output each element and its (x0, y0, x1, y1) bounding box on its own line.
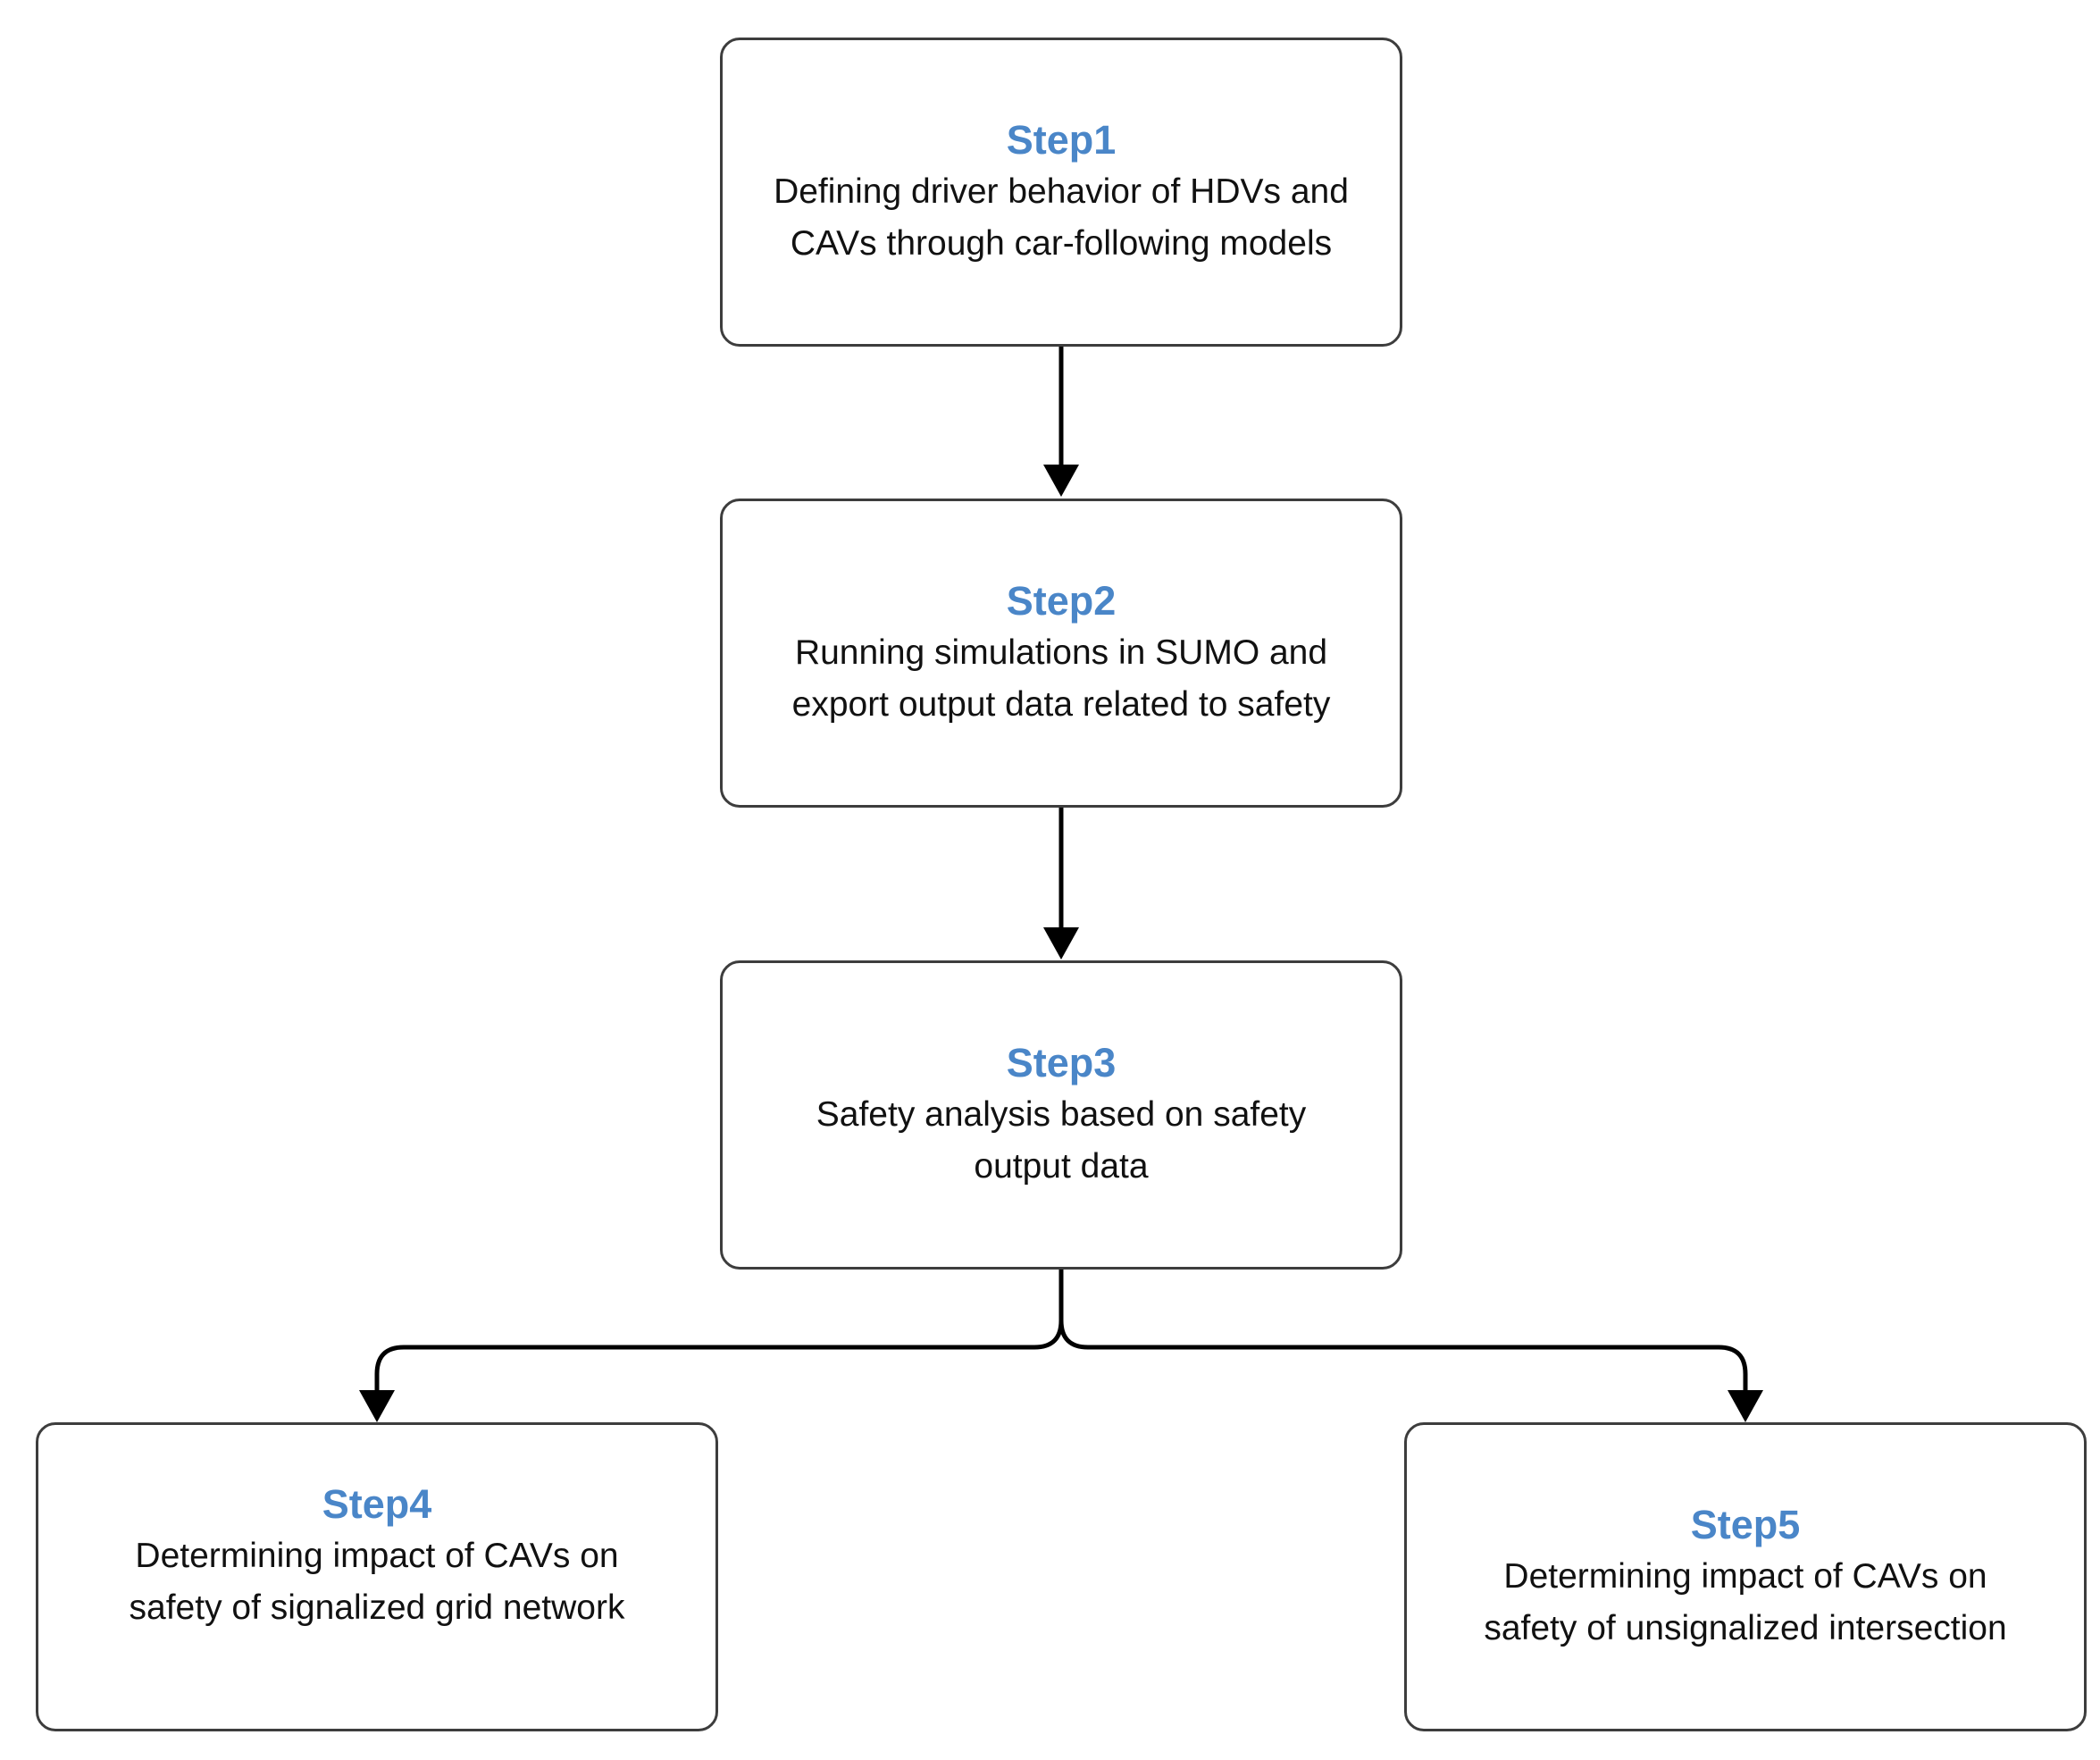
step4-box: Step4 Determining impact of CAVs on safe… (36, 1422, 718, 1731)
step4-description-line2: safety of signalized grid network (129, 1588, 625, 1627)
step1-box: Step1 Defining driver behavior of HDVs a… (720, 38, 1402, 347)
step5-description-line1: Determining impact of CAVs on (1503, 1557, 1987, 1596)
step5-description-line2: safety of unsignalized intersection (1484, 1609, 2007, 1647)
step4-description-line1: Determining impact of CAVs on (135, 1537, 619, 1575)
step5-title: Step5 (1690, 1502, 1801, 1547)
step2-box: Step2 Running simulations in SUMO and ex… (720, 499, 1402, 808)
arrowhead-step5 (1728, 1390, 1763, 1422)
step1-description-line2: CAVs through car-following models (790, 224, 1333, 263)
arrow-step3-to-step5 (1058, 1320, 1748, 1390)
step3-box: Step3 Safety analysis based on safety ou… (720, 960, 1402, 1270)
step1-description-line1: Defining driver behavior of HDVs and (774, 172, 1349, 211)
arrowhead-step3 (1043, 927, 1079, 960)
arrowhead-step4 (359, 1390, 395, 1422)
step1-title: Step1 (1006, 117, 1117, 163)
step3-title: Step3 (1006, 1040, 1117, 1085)
step3-description-line1: Safety analysis based on safety (816, 1095, 1307, 1134)
step3-description-line2: output data (974, 1147, 1149, 1186)
arrowhead-step2 (1043, 465, 1079, 497)
step2-title: Step2 (1006, 578, 1117, 624)
step5-box: Step5 Determining impact of CAVs on safe… (1404, 1422, 2087, 1731)
step2-description-line1: Running simulations in SUMO and (794, 633, 1328, 672)
step2-description-line2: export output data related to safety (791, 685, 1331, 724)
step4-title: Step4 (322, 1481, 432, 1527)
arrow-step3-to-step4 (374, 1270, 1064, 1390)
